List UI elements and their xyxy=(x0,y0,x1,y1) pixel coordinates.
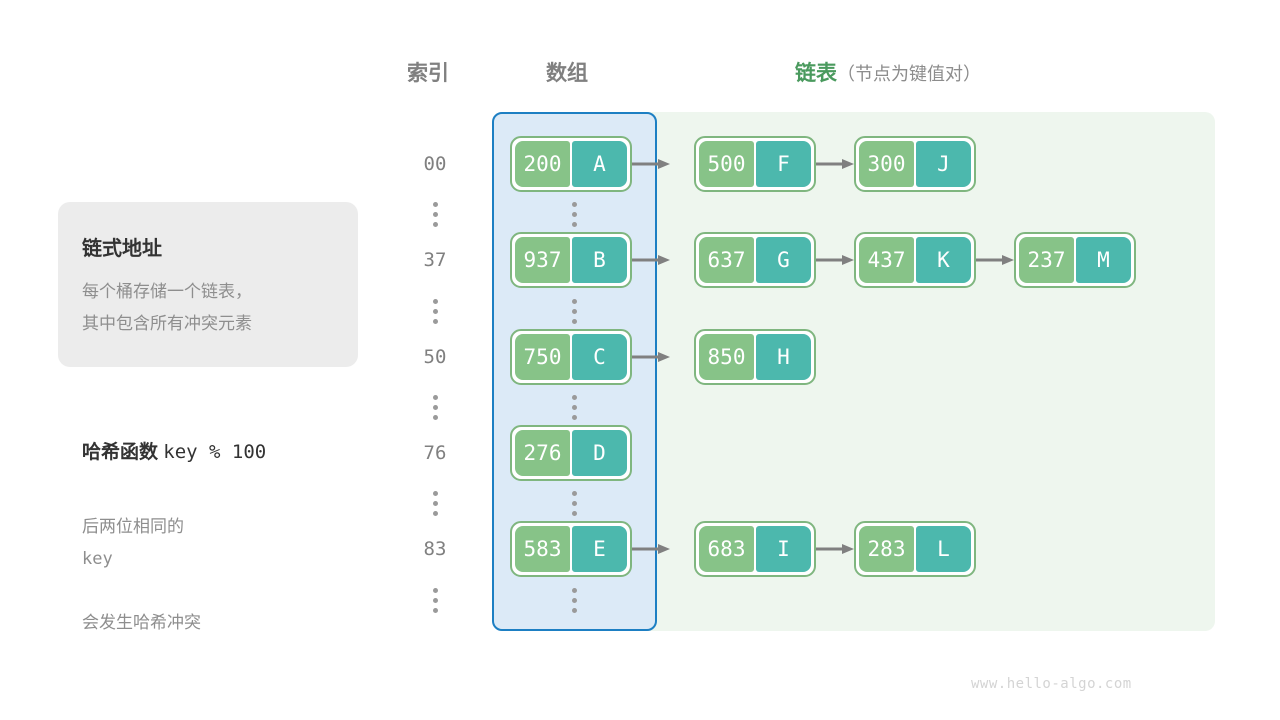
node-key: 276 xyxy=(515,430,570,476)
bucket-index-label: 00 xyxy=(423,153,447,175)
ellipsis-dots xyxy=(429,588,441,613)
hash-body-line1-prefix: 后两位相同的 xyxy=(82,517,184,536)
node-key: 300 xyxy=(859,141,914,187)
node-key: 283 xyxy=(859,526,914,572)
node-value: G xyxy=(756,237,811,283)
link-arrow xyxy=(632,352,670,362)
info-card-title: 链式地址 xyxy=(82,238,162,260)
hash-function-body: 后两位相同的 key 会发生哈希冲突 xyxy=(82,479,201,639)
ellipsis-dots xyxy=(429,202,441,227)
bucket-index-label: 50 xyxy=(423,346,447,368)
node-value: E xyxy=(572,526,627,572)
node-key: 437 xyxy=(859,237,914,283)
node-value: M xyxy=(1076,237,1131,283)
ellipsis-dots xyxy=(568,395,580,420)
node-value: L xyxy=(916,526,971,572)
node-key: 750 xyxy=(515,334,570,380)
ellipsis-dots xyxy=(568,588,580,613)
header-linked-list: 链表（节点为键值对） xyxy=(795,57,981,87)
ellipsis-dots xyxy=(429,395,441,420)
node-value: B xyxy=(572,237,627,283)
link-arrow xyxy=(816,544,854,554)
link-arrow xyxy=(976,255,1014,265)
ellipsis-dots xyxy=(568,202,580,227)
node-value: F xyxy=(756,141,811,187)
link-arrow xyxy=(632,255,670,265)
info-card xyxy=(58,202,358,367)
node-value: D xyxy=(572,430,627,476)
node-value: H xyxy=(756,334,811,380)
node-key: 200 xyxy=(515,141,570,187)
hash-body-line1-key: key xyxy=(82,549,113,569)
bucket-index-label: 83 xyxy=(423,538,447,560)
node-value: A xyxy=(572,141,627,187)
node-key: 937 xyxy=(515,237,570,283)
node-value: K xyxy=(916,237,971,283)
node-key: 683 xyxy=(699,526,754,572)
node-key: 500 xyxy=(699,141,754,187)
link-arrow xyxy=(816,159,854,169)
bucket-index-label: 76 xyxy=(423,442,447,464)
ellipsis-dots xyxy=(429,491,441,516)
node-key: 583 xyxy=(515,526,570,572)
header-array: 数组 xyxy=(546,62,588,85)
link-arrow xyxy=(632,544,670,554)
node-value: I xyxy=(756,526,811,572)
hash-function-label: 哈希函数 xyxy=(82,442,159,463)
node-value: C xyxy=(572,334,627,380)
link-arrow xyxy=(816,255,854,265)
header-linked-list-main: 链表 xyxy=(795,62,837,85)
bucket-index-label: 37 xyxy=(423,249,447,271)
node-key: 637 xyxy=(699,237,754,283)
watermark: www.hello-algo.com xyxy=(971,676,1132,692)
hash-function-expression: key % 100 xyxy=(163,441,267,463)
hash-function-title: 哈希函数 key % 100 xyxy=(82,437,266,464)
hash-body-line2: 会发生哈希冲突 xyxy=(82,613,201,632)
info-card-body: 每个桶存储一个链表， 其中包含所有冲突元素 xyxy=(82,282,252,333)
ellipsis-dots xyxy=(568,299,580,324)
node-key: 237 xyxy=(1019,237,1074,283)
ellipsis-dots xyxy=(429,299,441,324)
link-arrow xyxy=(632,159,670,169)
header-linked-list-sub: （节点为键值对） xyxy=(837,64,981,84)
node-value: J xyxy=(916,141,971,187)
header-index: 索引 xyxy=(407,62,449,85)
node-key: 850 xyxy=(699,334,754,380)
ellipsis-dots xyxy=(568,491,580,516)
